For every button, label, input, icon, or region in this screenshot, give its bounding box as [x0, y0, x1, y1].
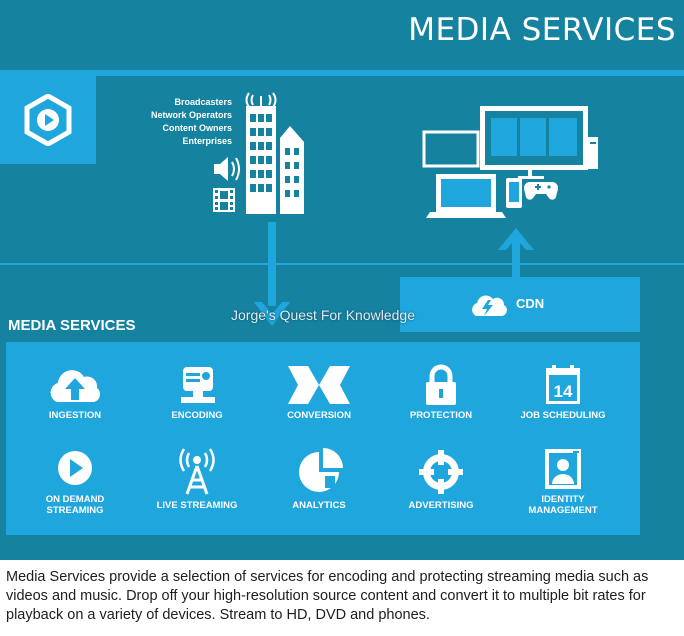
middle-divider — [0, 263, 684, 265]
description-text: Media Services provide a selection of se… — [6, 568, 678, 625]
up-arrow-icon — [496, 228, 536, 278]
service-label-protection: PROTECTION — [382, 410, 500, 421]
target-icon — [411, 448, 471, 496]
service-protection: PROTECTION — [382, 364, 500, 421]
service-identity-management: IDENTITY MANAGEMENT — [504, 448, 622, 516]
cloud-bolt-icon — [468, 292, 510, 318]
broadcast-tower-icon — [167, 448, 227, 496]
service-on-demand-streaming: ON DEMAND STREAMING — [16, 448, 134, 516]
pie-chart-icon — [289, 448, 349, 496]
media-services-diagram: MEDIA SERVICES Broadcasters Network Oper… — [0, 0, 684, 560]
id-badge-icon — [533, 448, 593, 490]
services-panel: INGESTION ENCODING CONVERSION — [6, 342, 640, 535]
service-label-conversion: CONVERSION — [260, 410, 378, 421]
calendar-day-number: 14 — [554, 382, 573, 401]
page-title: MEDIA SERVICES — [408, 12, 676, 48]
encoding-icon — [167, 364, 227, 406]
service-encoding: ENCODING — [138, 364, 256, 421]
media-services-logo — [0, 76, 96, 164]
conversion-icon — [284, 364, 354, 406]
calendar-icon: 14 — [533, 364, 593, 406]
padlock-icon — [411, 364, 471, 406]
service-label-advertising: ADVERTISING — [382, 500, 500, 511]
devices-icon — [418, 104, 608, 220]
service-label-ingestion: INGESTION — [16, 410, 134, 421]
service-label-job-scheduling: JOB SCHEDULING — [504, 410, 622, 421]
watermark-text: Jorge's Quest For Knowledge — [231, 307, 415, 323]
service-label-analytics: ANALYTICS — [260, 500, 378, 511]
service-live-streaming: LIVE STREAMING — [138, 448, 256, 511]
service-analytics: ANALYTICS — [260, 448, 378, 511]
service-ingestion: INGESTION — [16, 364, 134, 421]
play-hexagon-icon — [22, 94, 74, 146]
buildings-icon — [205, 92, 310, 217]
cdn-box: CDN — [400, 277, 640, 332]
service-label-on-demand-streaming: ON DEMAND STREAMING — [16, 494, 134, 516]
service-label-encoding: ENCODING — [138, 410, 256, 421]
services-heading: MEDIA SERVICES — [8, 317, 136, 334]
cdn-label: CDN — [516, 296, 544, 311]
top-divider — [0, 70, 684, 76]
service-label-identity-management: IDENTITY MANAGEMENT — [504, 494, 622, 516]
cloud-upload-icon — [45, 364, 105, 406]
service-conversion: CONVERSION — [260, 364, 378, 421]
service-advertising: ADVERTISING — [382, 448, 500, 511]
service-job-scheduling: 14 JOB SCHEDULING — [504, 364, 622, 421]
play-icon — [45, 448, 105, 490]
service-label-live-streaming: LIVE STREAMING — [138, 500, 256, 511]
